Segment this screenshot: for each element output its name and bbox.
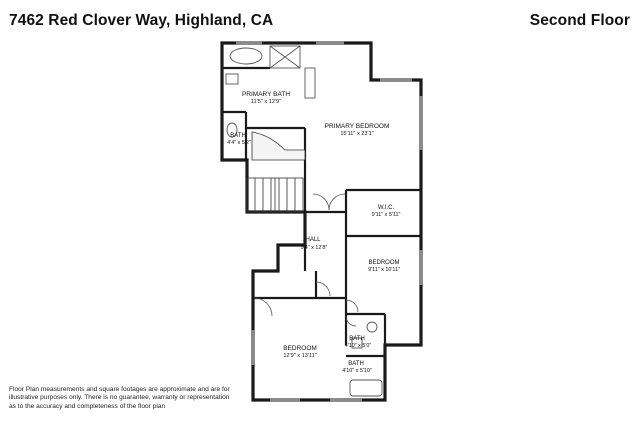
room-dims-primary-bedroom: 15'11" x 23'1" — [340, 131, 373, 137]
disclaimer: Floor Plan measurements and square foota… — [9, 386, 339, 411]
floor-label: Second Floor — [529, 12, 630, 29]
room-dims-primary-bath: 11'5" x 12'9" — [251, 99, 281, 105]
room-dims-hall: 9'4" x 12'8" — [301, 245, 328, 251]
doors — [253, 193, 359, 327]
property-address: 7462 Red Clover Way, Highland, CA — [9, 12, 274, 29]
room-name-wic: W.I.C. — [378, 205, 395, 211]
windows — [236, 41, 423, 402]
disclaimer-line-1: Floor Plan measurements and square foota… — [9, 386, 230, 393]
disclaimer-line-2: illustrative purposes only. There is no … — [9, 394, 230, 402]
fixtures — [225, 45, 383, 397]
room-name-bedroom-left: BEDROOM — [283, 345, 317, 352]
disclaimer-line-3: as to the accuracy and completeness of t… — [9, 402, 166, 410]
room-dims-bedroom-left: 12'9" x 13'11" — [283, 353, 316, 359]
room-name-primary-bedroom: PRIMARY BEDROOM — [325, 123, 390, 130]
room-name-bath-low: BATH — [348, 361, 364, 367]
room-dims-bedroom-right: 9'11" x 10'11" — [368, 267, 400, 273]
room-name-bath-mid: BATH — [349, 336, 365, 342]
room-name-bedroom-right: BEDROOM — [368, 260, 399, 266]
room-dims-bath-small: 4'4" x 5'2" — [227, 140, 251, 146]
room-dims-bath-mid: 4'10" x 5'0" — [345, 343, 372, 349]
room-name-hall: HALL — [305, 237, 321, 243]
room-dims-bath-low: 4'10" x 5'10" — [342, 368, 372, 374]
room-name-bath-small: BATH — [230, 133, 246, 139]
room-name-primary-bath: PRIMARY BATH — [242, 91, 290, 98]
room-dims-wic: 9'11" x 5'11" — [372, 212, 401, 218]
stairs — [246, 131, 306, 213]
interior-walls — [222, 66, 421, 358]
